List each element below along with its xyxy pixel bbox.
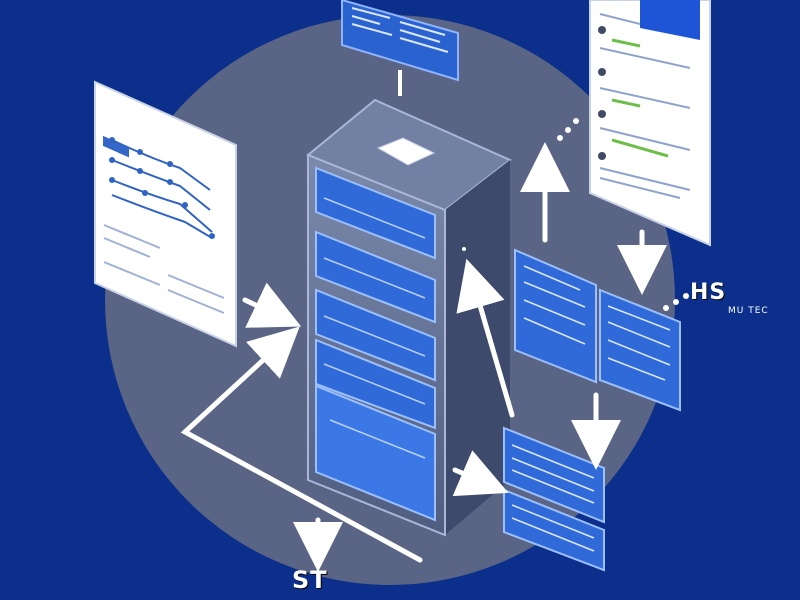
- label-hs: HS: [690, 280, 727, 305]
- right-middle-panel-b: [599, 288, 681, 412]
- top-screen-panel: [341, 0, 459, 82]
- right-middle-panel-a: [514, 248, 597, 384]
- arrow-loop-to-rack: [180, 326, 423, 563]
- rack-unit-1: [315, 166, 436, 260]
- left-document-panel: [94, 80, 237, 348]
- dotted-connector: [462, 118, 689, 311]
- arrow-doc-to-rack: [242, 282, 302, 328]
- label-st: ST: [292, 566, 328, 594]
- arrow-up-to-rack: [456, 258, 515, 418]
- right-document-panel: [589, 0, 711, 247]
- bottom-right-panel-b: [503, 488, 605, 572]
- rack-unit-2: [315, 230, 436, 324]
- arrow-rack-to-bottom-panels: [452, 450, 509, 497]
- server-rack: [306, 98, 512, 537]
- rack-unit-3: [315, 288, 436, 382]
- label-hs-sub: MU TEC: [728, 306, 769, 316]
- rack-unit-5: [315, 384, 436, 522]
